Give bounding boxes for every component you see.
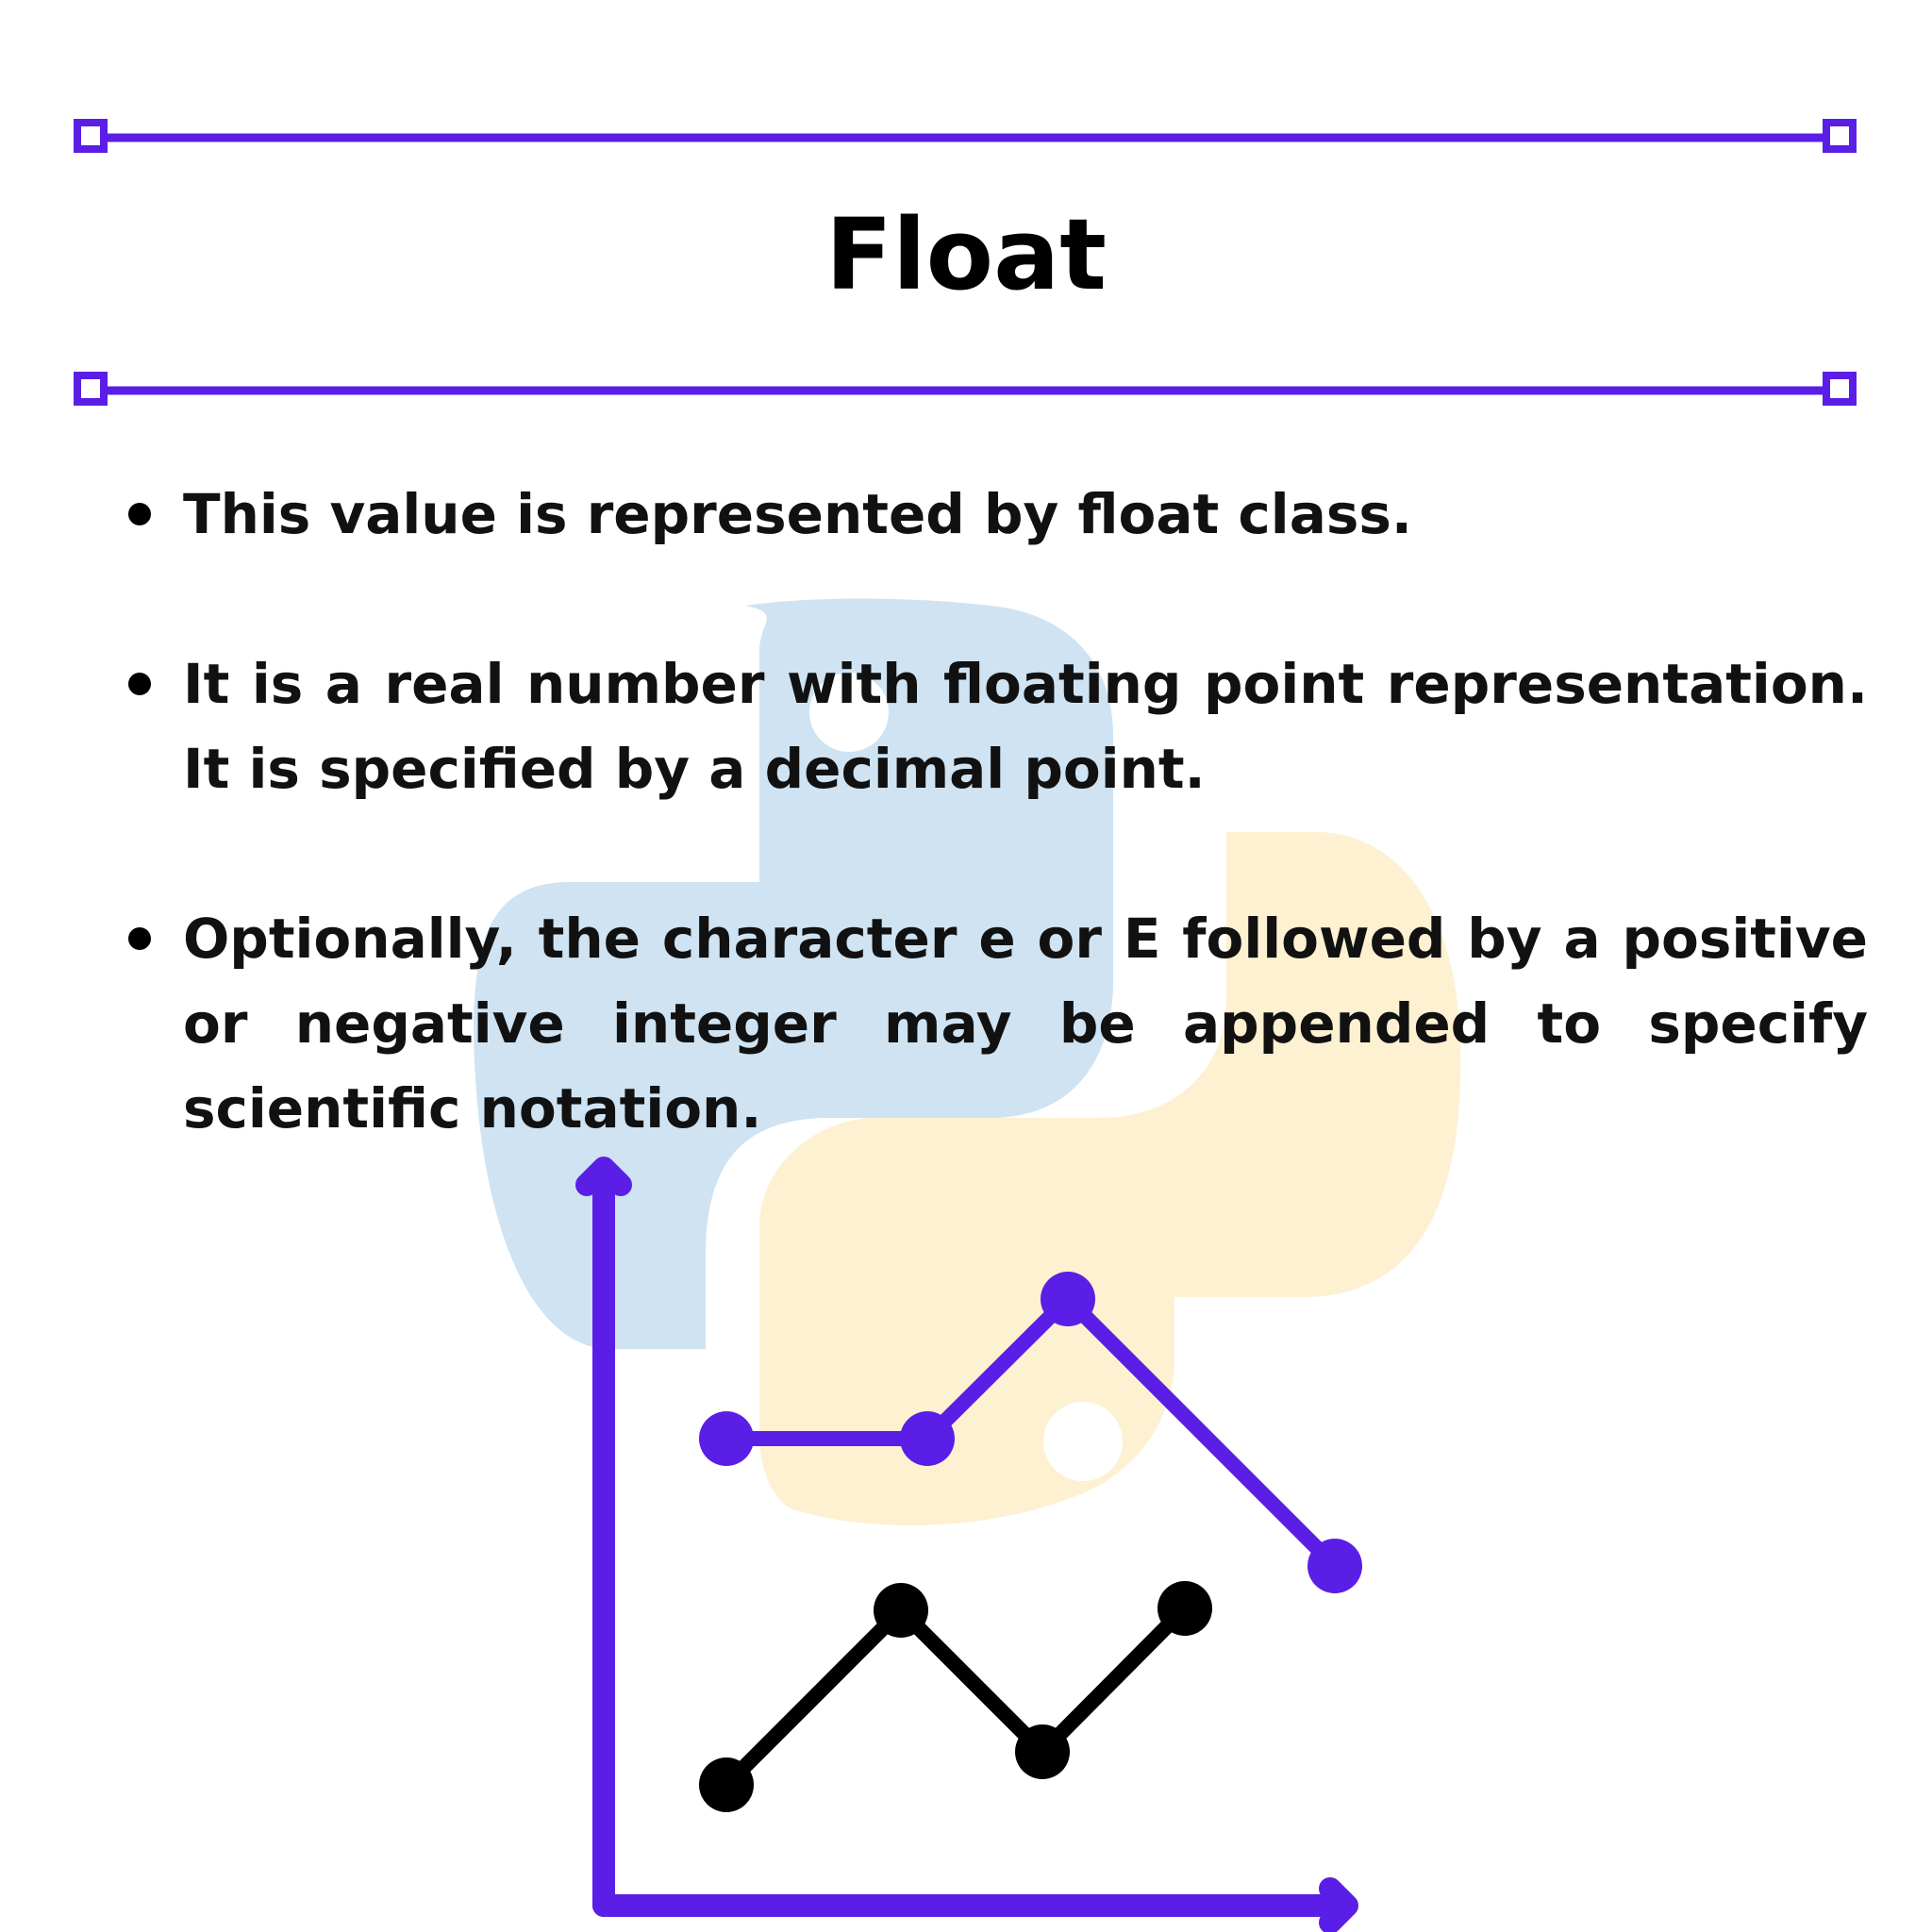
rule-end-square-right (1823, 372, 1857, 406)
rule-end-square-left (74, 372, 108, 406)
bullet-dot-icon (128, 673, 151, 695)
page-title: Float (824, 197, 1108, 312)
chart-axes (575, 1157, 1358, 1932)
chart-y-axis-arrowhead (575, 1157, 632, 1196)
bullet-item: It is a real number with floating point … (125, 641, 1868, 811)
chart-point-purple (1041, 1272, 1095, 1326)
chart-line-purple (726, 1291, 1341, 1572)
chart-point-black (874, 1583, 928, 1638)
bullet-text: It is a real number with floating point … (183, 652, 1868, 801)
bullet-list: This value is represented by float class… (125, 472, 1868, 1151)
rule-end-square-right (1823, 119, 1857, 153)
bullet-text: Optionally, the character e or E followe… (183, 907, 1868, 1141)
bullet-dot-icon (128, 503, 151, 525)
chart-point-purple (1307, 1539, 1362, 1593)
chart-point-black (1158, 1581, 1212, 1636)
chart-line-black (721, 1603, 1191, 1790)
chart-point-black (1015, 1724, 1070, 1779)
bullet-item: Optionally, the character e or E followe… (125, 896, 1868, 1151)
chart-series-purple (699, 1272, 1362, 1593)
chart-series-black (699, 1581, 1212, 1812)
chart-point-black (699, 1757, 754, 1812)
python-logo-blue-half (474, 598, 1113, 1349)
chart-point-purple (900, 1411, 955, 1466)
chart-point-purple (699, 1411, 754, 1466)
rule-end-square-left (74, 119, 108, 153)
python-logo-blue-eye (809, 673, 889, 752)
python-logo-blue-head (759, 832, 953, 882)
bullet-text: This value is represented by float class… (183, 482, 1412, 546)
python-logo-yellow-half (759, 832, 1461, 1525)
python-logo-yellow-eye (1043, 1402, 1123, 1481)
top-rule (74, 119, 1857, 153)
bottom-rule (74, 372, 1857, 406)
chart-x-axis-arrowhead (1319, 1877, 1358, 1932)
bullet-dot-icon (128, 927, 151, 950)
bullet-item: This value is represented by float class… (125, 472, 1868, 557)
